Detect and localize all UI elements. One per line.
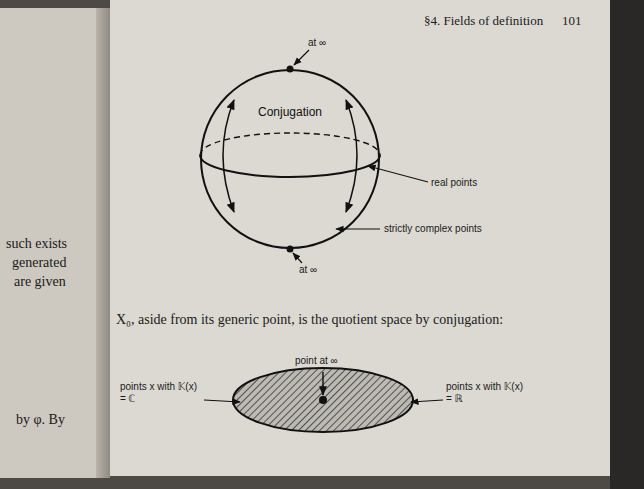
equator-front (200, 155, 380, 177)
leader-line (336, 228, 380, 229)
point-label: at ∞ (308, 37, 326, 49)
page-number: 101 (562, 14, 582, 29)
page-text-fragment: by φ. By (16, 412, 65, 428)
region-label: points x with 𝕂(x) = ℝ (446, 381, 528, 404)
leader-line (411, 400, 443, 402)
node-title: Conjugation (200, 105, 380, 119)
leader-line (293, 253, 302, 263)
equator-back (200, 133, 380, 155)
region-label: real points (431, 177, 477, 189)
conjugation-arrow (346, 100, 357, 212)
point-label: point at ∞ (295, 355, 338, 367)
gutter-shadow (96, 8, 110, 478)
sphere: Conjugation (200, 69, 380, 249)
spacer (200, 69, 380, 105)
desk-edge (610, 0, 644, 489)
conjugation-arrow (223, 100, 234, 212)
running-head: §4. Fields of definition (424, 14, 543, 29)
page-text-fragment: generated (12, 255, 66, 271)
point-dot (319, 396, 327, 404)
body-text: X₀, aside from its generic point, is the… (116, 312, 503, 328)
region-label: points x with 𝕂(x) = ℂ (120, 381, 202, 404)
sphere-outline (200, 69, 380, 249)
leader-line (322, 372, 323, 395)
leader-line (204, 400, 240, 402)
sphere-circle (201, 70, 379, 248)
quotient-disk (233, 368, 413, 432)
page-text-fragment: such exists (6, 236, 67, 252)
page-text-fragment: are given (14, 274, 66, 290)
leader-line (294, 50, 309, 65)
point-dot (287, 246, 294, 253)
region-label: strictly complex points (384, 223, 494, 235)
point-label: at ∞ (299, 264, 317, 276)
